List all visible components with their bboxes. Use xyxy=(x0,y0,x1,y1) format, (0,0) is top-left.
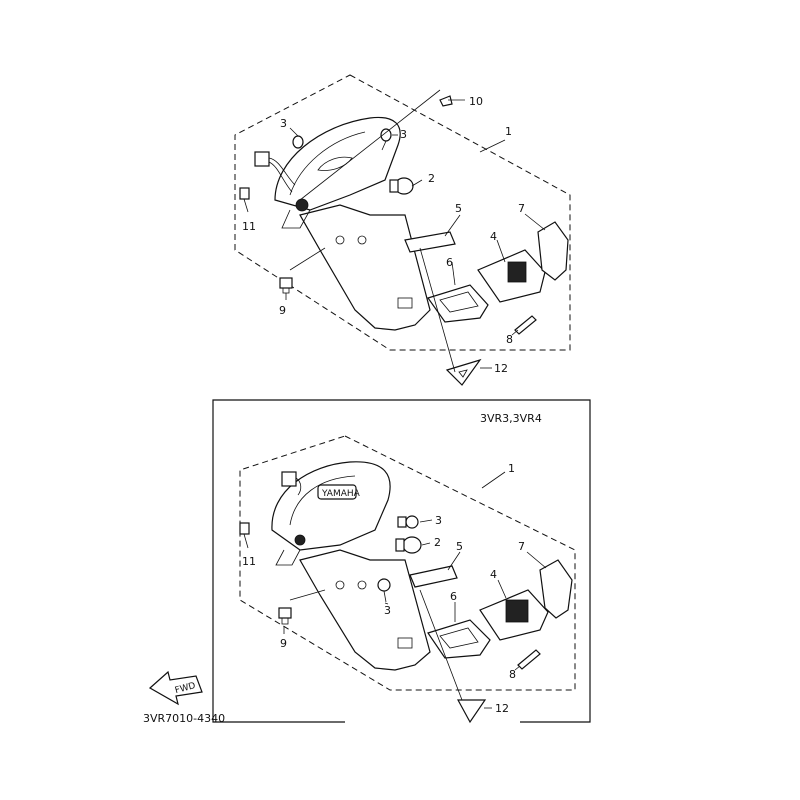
bottom-assembly: 3VR3,3VR4 YAMAHA xyxy=(143,399,591,725)
lens-6b xyxy=(427,619,491,659)
callout-1: 1 xyxy=(505,125,512,138)
callout-8: 8 xyxy=(506,333,513,346)
tail-light-housing-b xyxy=(271,461,391,551)
bolt-9 xyxy=(279,277,293,294)
callout-5: 5 xyxy=(455,202,462,215)
callout-2: 2 xyxy=(428,172,435,185)
bulb-3b xyxy=(380,128,392,151)
callout-5b: 5 xyxy=(456,540,463,553)
variant-label: 3VR3,3VR4 xyxy=(480,412,542,425)
reflector-5 xyxy=(404,231,456,253)
callout-12: 12 xyxy=(494,362,508,375)
callout-11b: 11 xyxy=(242,555,256,568)
callout-4b: 4 xyxy=(490,568,497,581)
callout-3c: 3 xyxy=(435,514,442,527)
fwd-arrow-icon: FWD xyxy=(148,670,203,706)
callout-6b: 6 xyxy=(450,590,457,603)
reflector-5b xyxy=(409,565,458,588)
signal-lens-7b xyxy=(539,559,573,619)
screw-8 xyxy=(514,315,537,335)
bulb-2b xyxy=(395,536,422,554)
warning-triangle-12 xyxy=(445,358,482,386)
callout-11: 11 xyxy=(242,220,256,233)
bulb-3c xyxy=(397,515,419,529)
callout-7: 7 xyxy=(518,202,525,215)
callout-6: 6 xyxy=(446,256,453,269)
callout-4: 4 xyxy=(490,230,497,243)
screw-8b xyxy=(517,649,541,670)
svg-text:YAMAHA: YAMAHA xyxy=(321,489,361,499)
nut-11 xyxy=(239,187,250,200)
lens-6 xyxy=(427,284,489,323)
callout-1b: 1 xyxy=(508,462,515,475)
screw-10 xyxy=(439,95,453,107)
signal-base-4 xyxy=(477,249,546,303)
bulb-3d xyxy=(377,578,391,603)
bulb-3a xyxy=(292,135,304,149)
bulb-2 xyxy=(389,177,414,195)
bolt-9b xyxy=(278,607,292,625)
callout-9b: 9 xyxy=(280,637,287,650)
callout-3a: 3 xyxy=(280,117,287,130)
nut-11b xyxy=(239,522,250,535)
callout-10: 10 xyxy=(469,95,483,108)
rear-fender-bracket-b xyxy=(299,549,431,671)
callout-8b: 8 xyxy=(509,668,516,681)
warning-triangle-12b xyxy=(456,699,487,724)
signal-base-4b xyxy=(479,589,549,641)
signal-lens-7 xyxy=(537,221,569,281)
callout-2b: 2 xyxy=(434,536,441,549)
callout-7b: 7 xyxy=(518,540,525,553)
callout-9: 9 xyxy=(279,304,286,317)
part-code: 3VR7010-4340 xyxy=(143,712,225,725)
callout-12b: 12 xyxy=(495,702,509,715)
top-assembly: 10 1 3 3 2 11 5 7 4 6 9 8 12 xyxy=(234,74,571,386)
tail-light-housing xyxy=(274,116,401,211)
callout-3b: 3 xyxy=(400,128,407,141)
callout-3d: 3 xyxy=(384,604,391,617)
rear-fender-bracket xyxy=(299,204,431,331)
